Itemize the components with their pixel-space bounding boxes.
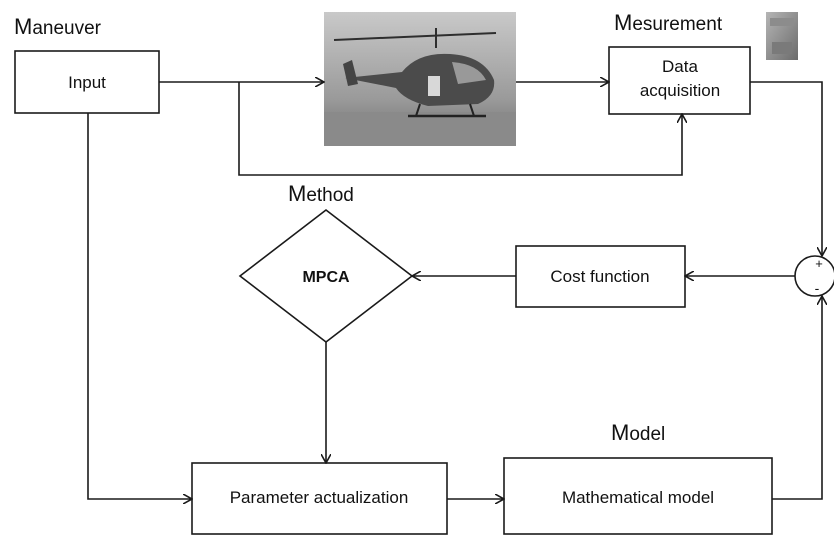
maneuver-heading-rest: aneuver	[32, 18, 101, 39]
method-heading-rest: ethod	[306, 185, 354, 206]
summing-junction-plus: +	[815, 256, 823, 271]
data-acquisition-block: Data acquisition	[608, 46, 751, 115]
cost-function-block: Cost function	[515, 245, 686, 308]
data-acquisition-label-line1: Data	[662, 57, 698, 76]
helicopter-image	[324, 12, 516, 146]
mpca-block: MPCA	[238, 208, 414, 344]
measurement-device-image	[766, 12, 798, 60]
data-acquisition-to-junction-arrow	[750, 81, 822, 256]
measurement-heading-rest: esurement	[632, 14, 722, 35]
connectors	[87, 81, 822, 500]
data-acquisition-label-line2: acquisition	[640, 81, 720, 100]
mathematical-model-block: Mathematical model	[503, 457, 773, 535]
model-heading-initial: M	[611, 420, 629, 445]
method-heading-initial: M	[288, 181, 306, 206]
summing-junction-minus: -	[815, 280, 820, 296]
input-block: Input	[14, 50, 160, 114]
method-heading: Method	[288, 181, 354, 206]
summing-junction: + -	[794, 255, 834, 297]
measurement-heading: Mesurement	[614, 10, 723, 35]
maneuver-heading: Maneuver	[14, 14, 102, 39]
cost-function-label: Cost function	[550, 267, 649, 286]
measurement-heading-initial: M	[614, 10, 632, 35]
parameter-actualization-block: Parameter actualization	[191, 462, 448, 535]
model-heading: Model	[611, 420, 665, 445]
parameter-actualization-label: Parameter actualization	[230, 488, 409, 507]
input-bypass-to-data-acquisition-arrow	[238, 82, 682, 176]
model-heading-rest: odel	[629, 424, 665, 445]
mathematical-model-label: Mathematical model	[562, 488, 714, 507]
maneuver-heading-initial: M	[14, 14, 32, 39]
model-to-junction-arrow	[772, 296, 822, 500]
mpca-label: MPCA	[302, 269, 350, 286]
input-to-parameter-actualization-arrow	[87, 113, 192, 499]
input-label: Input	[68, 73, 106, 92]
